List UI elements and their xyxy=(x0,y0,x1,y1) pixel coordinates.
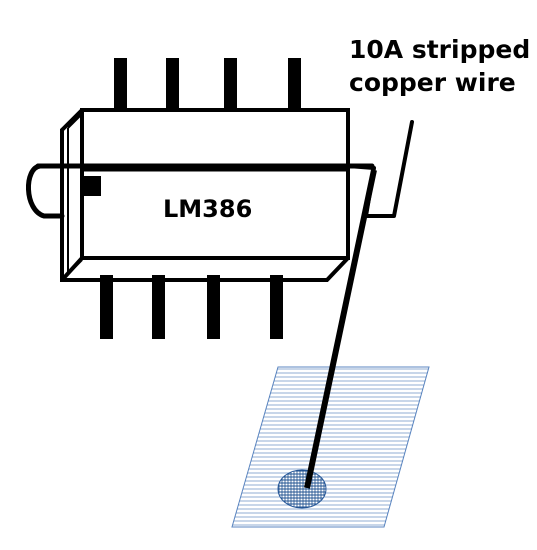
pin-bottom-2 xyxy=(152,275,165,339)
pin-top-4 xyxy=(288,58,301,110)
wire-label-line-2: copper wire xyxy=(349,68,516,97)
wire-lead-to-pad xyxy=(304,169,377,489)
chip-label: LM386 xyxy=(163,195,252,223)
wire-wrap-loop xyxy=(26,163,65,219)
ic-front-face xyxy=(80,108,350,260)
top-pins xyxy=(114,58,301,110)
pin1-marker xyxy=(81,176,101,196)
ic-inner-bevel xyxy=(67,259,83,275)
ic-package xyxy=(60,108,350,282)
wire-right-end xyxy=(346,120,414,218)
pin-top-1 xyxy=(114,58,127,110)
pin-bottom-3 xyxy=(207,275,220,339)
pin-bottom-4 xyxy=(270,275,283,339)
bottom-pins xyxy=(100,275,283,339)
copper-wire xyxy=(26,120,414,489)
wire-label: 10A stripped copper wire xyxy=(349,35,530,97)
wire-label-line-1: 10A stripped xyxy=(349,35,530,64)
ic-inner-bevel-top xyxy=(67,113,83,129)
pin-top-3 xyxy=(224,58,237,110)
pin-top-2 xyxy=(166,58,179,110)
pin-bottom-1 xyxy=(100,275,113,339)
